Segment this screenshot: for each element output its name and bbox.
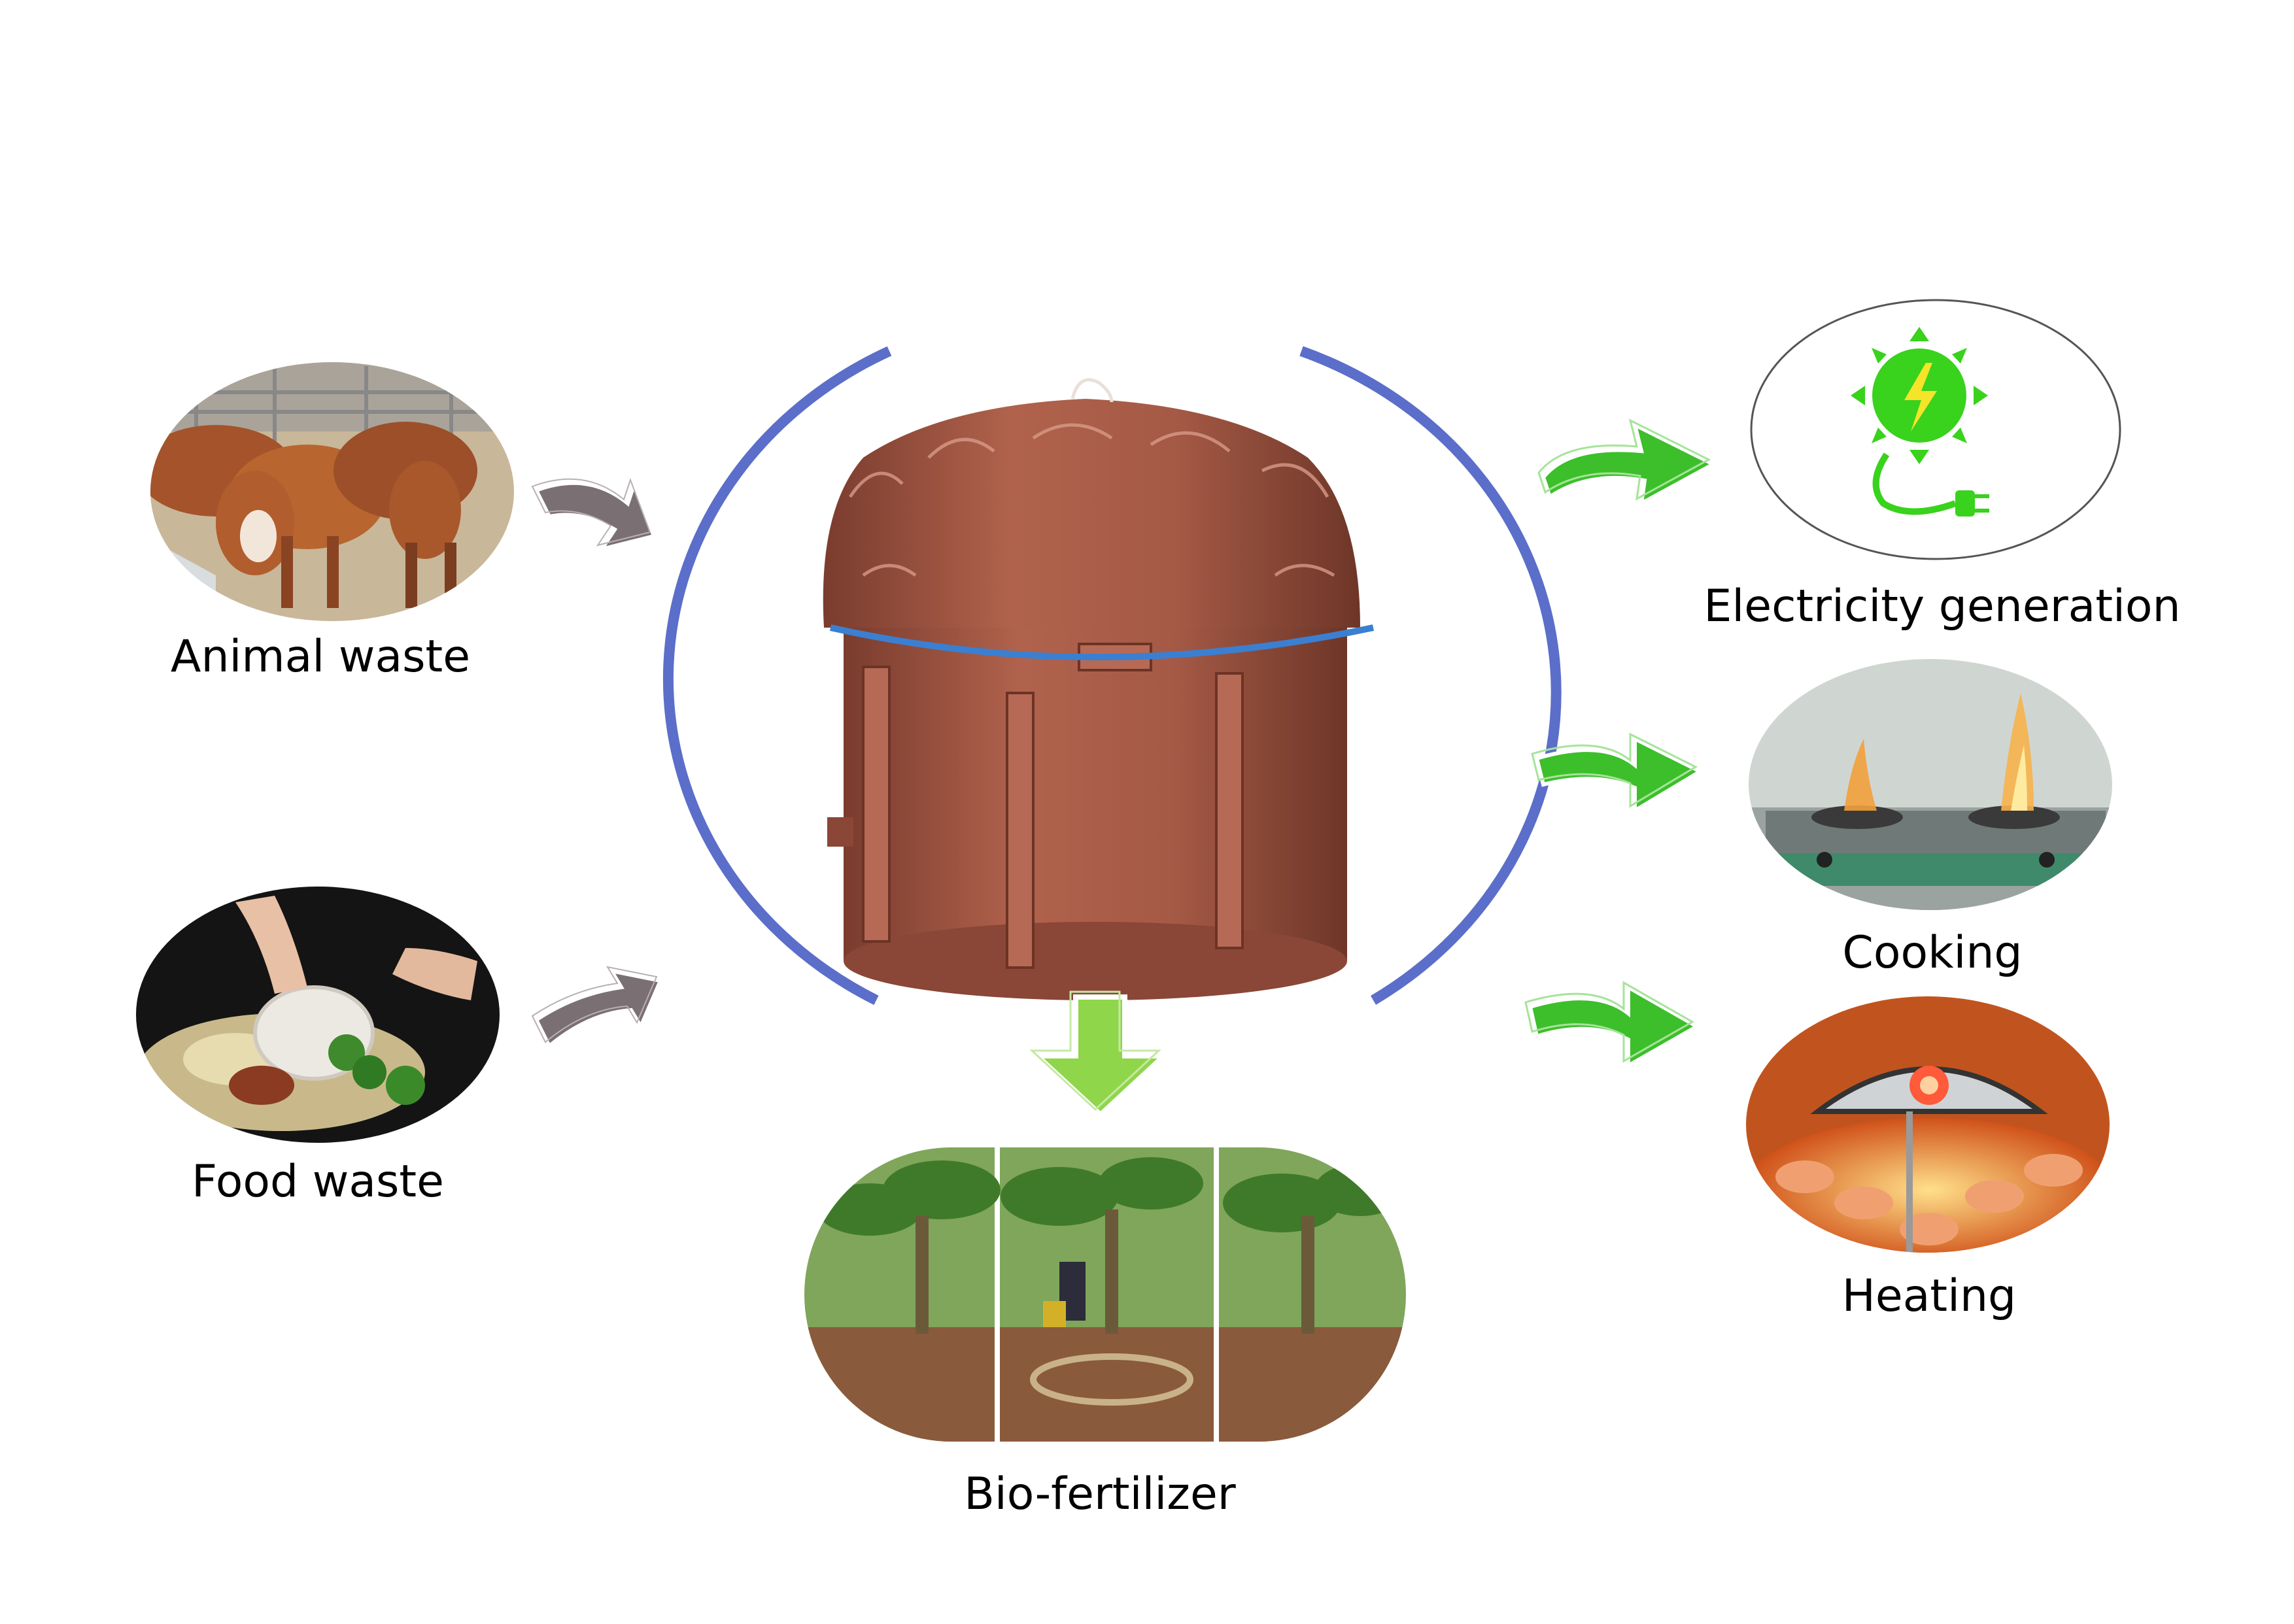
ring-left-arc [662,346,892,1006]
label-electricity-generation: Electricity generation [1703,581,2180,632]
label-food-waste: Food waste [192,1156,444,1208]
down-arrow-fertilizer [1029,990,1171,1119]
animal-waste-photo [150,362,514,621]
input-arrow-food [531,966,664,1049]
sun-lightning-icon [1851,327,1988,464]
label-cooking: Cooking [1842,927,2022,979]
bio-fertilizer-photo [804,1147,1406,1442]
output-arrow-cooking [1531,732,1705,815]
electricity-icon-panel [1750,299,2121,560]
output-arrow-electricity [1537,418,1718,507]
plug-icon [1872,452,1989,516]
cooking-photo [1749,659,2112,910]
label-animal-waste: Animal waste [171,631,470,683]
label-bio-fertilizer: Bio-fertilizer [964,1468,1236,1520]
label-heating: Heating [1842,1270,2016,1322]
ring-right-arc [1299,346,1562,1005]
food-waste-photo [136,887,500,1143]
biogas-digester [823,378,1375,1000]
input-arrow-animal [531,478,657,552]
output-arrow-heating [1524,981,1702,1070]
heating-photo [1746,996,2110,1253]
